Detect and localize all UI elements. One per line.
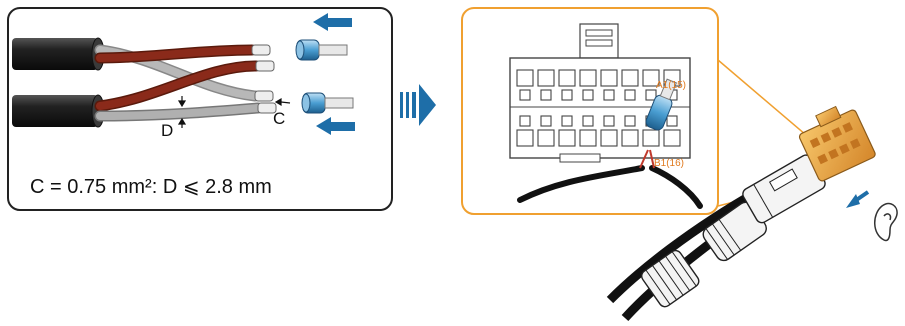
c-dimension-arrow (274, 97, 291, 107)
pin-label-a1: A1(15) (656, 80, 686, 91)
upper-cable (12, 38, 98, 70)
ear-icon (874, 202, 898, 242)
cross-section-formula: C = 0.75 mm²: D ⩽ 2.8 mm (30, 176, 272, 198)
gland-nut (641, 249, 700, 308)
pin-label-b1: B1(16) (654, 158, 684, 169)
label-d: D (161, 121, 173, 140)
terminal-row-top (516, 69, 681, 101)
ferrule-lower (301, 92, 354, 114)
assembly-cable-a (606, 186, 763, 304)
arrow-left-upper-icon (313, 13, 352, 31)
d-dimension-arrows (177, 96, 187, 128)
ferrule-upper (295, 39, 348, 61)
connector-housing (742, 154, 826, 224)
orange-terminal-plug (798, 105, 876, 182)
connector-sleeve (702, 201, 767, 262)
process-arrow-icon (400, 84, 436, 126)
left-panel: D C C = 0.75 mm²: D ⩽ 2.8 mm (7, 7, 393, 211)
detail-cable-left (517, 165, 645, 203)
label-c: C (273, 109, 285, 128)
arrow-insert-icon (846, 190, 870, 208)
detail-cable-right (649, 165, 703, 209)
lower-cable (12, 95, 98, 127)
stripped-conductors (251, 44, 277, 114)
detail-ferrule (645, 78, 678, 131)
arrow-left-lower-icon (316, 117, 355, 135)
connector-assembly (606, 105, 898, 322)
detail-panel: A1(15) B1(16) (461, 7, 719, 215)
